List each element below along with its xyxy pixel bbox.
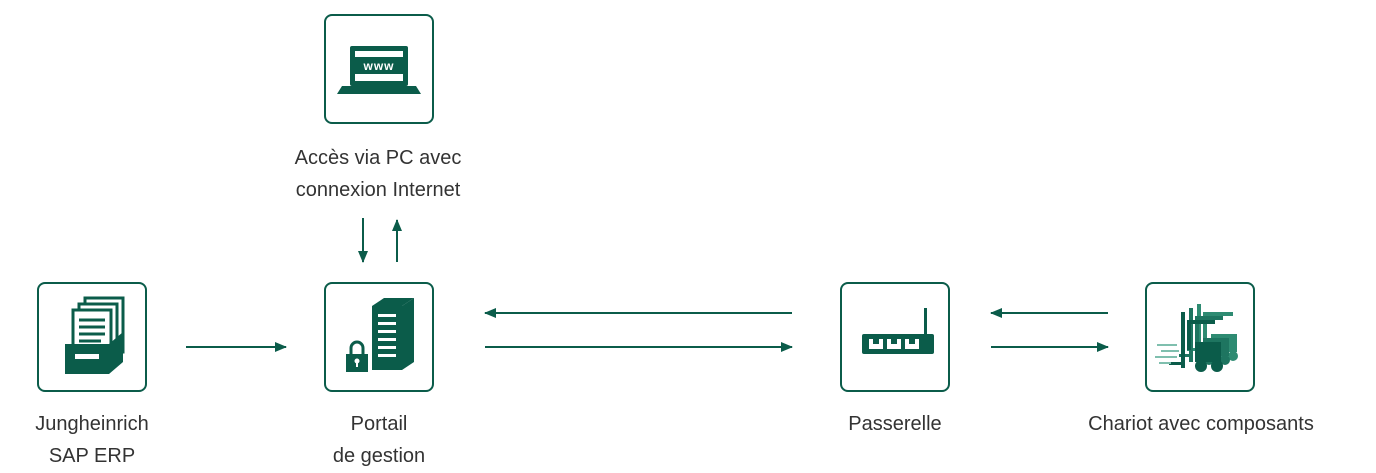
web-access-label: Accès via PC avec connexion Internet xyxy=(294,147,462,201)
gateway-node xyxy=(840,282,950,392)
router-icon xyxy=(862,308,934,354)
portal-label: Portail de gestion xyxy=(332,413,426,467)
web-access-node: www xyxy=(324,14,434,124)
file-cabinet-icon xyxy=(65,296,125,374)
erp-label: Jungheinrich SAP ERP xyxy=(35,413,149,467)
laptop-www-icon: www xyxy=(337,46,421,94)
forklift-fleet-icon xyxy=(1155,304,1238,372)
portal-node xyxy=(324,282,434,392)
erp-node xyxy=(37,282,147,392)
truck-node xyxy=(1145,282,1255,392)
truck-label: Chariot avec composants xyxy=(1088,413,1314,435)
www-text: www xyxy=(362,59,394,73)
gateway-label: Passerelle xyxy=(848,413,942,435)
server-lock-icon xyxy=(346,298,414,372)
